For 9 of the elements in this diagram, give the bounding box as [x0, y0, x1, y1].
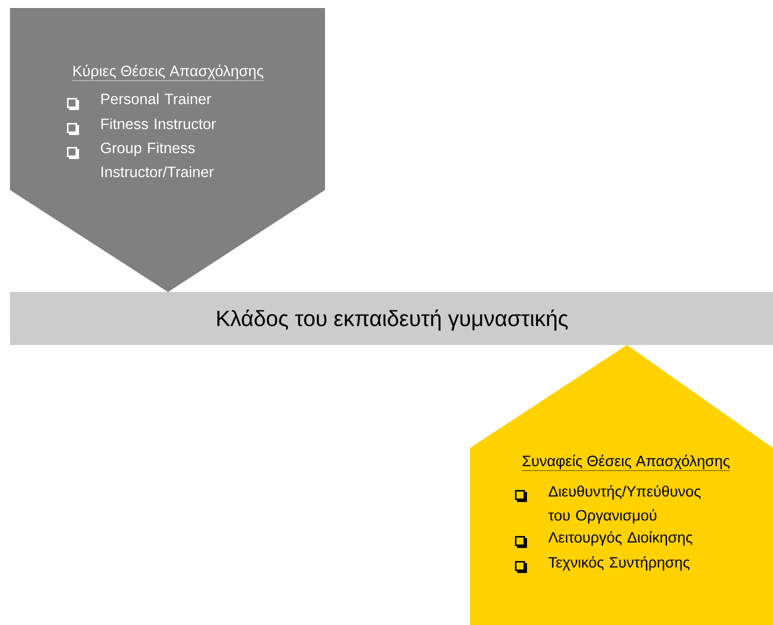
list-item: Group Fitness Instructor/Trainer — [100, 142, 214, 178]
list-item: Διευθυντής/Υπεύθυνος του Οργανισμού — [548, 485, 701, 524]
list-item: Fitness Instructor — [101, 118, 216, 130]
band-label: Κλάδος του εκπαιδευτή γυμναστικής — [217, 309, 568, 331]
list-heading: Συναφείς Θέσεις Απασχόλησης — [522, 454, 730, 471]
list-item: Personal Trainer — [101, 93, 212, 104]
list-item: Τεχνικός Συντήρησης — [548, 556, 690, 571]
list-item: Λειτουργός Διοίκησης — [548, 531, 692, 546]
list-heading: Κύριες Θέσεις Απασχόλησης — [72, 64, 264, 81]
